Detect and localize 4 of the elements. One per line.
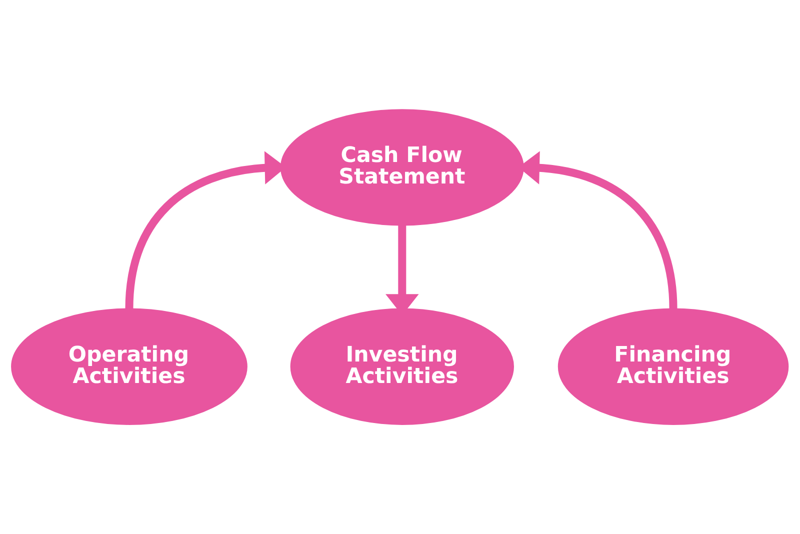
node-ellipse: Financing Activities [558, 308, 789, 425]
node-ellipse: Cash Flow Statement [280, 109, 524, 226]
node-ellipse: Investing Activities [290, 308, 514, 425]
node-ellipse: Operating Activities [11, 308, 248, 425]
